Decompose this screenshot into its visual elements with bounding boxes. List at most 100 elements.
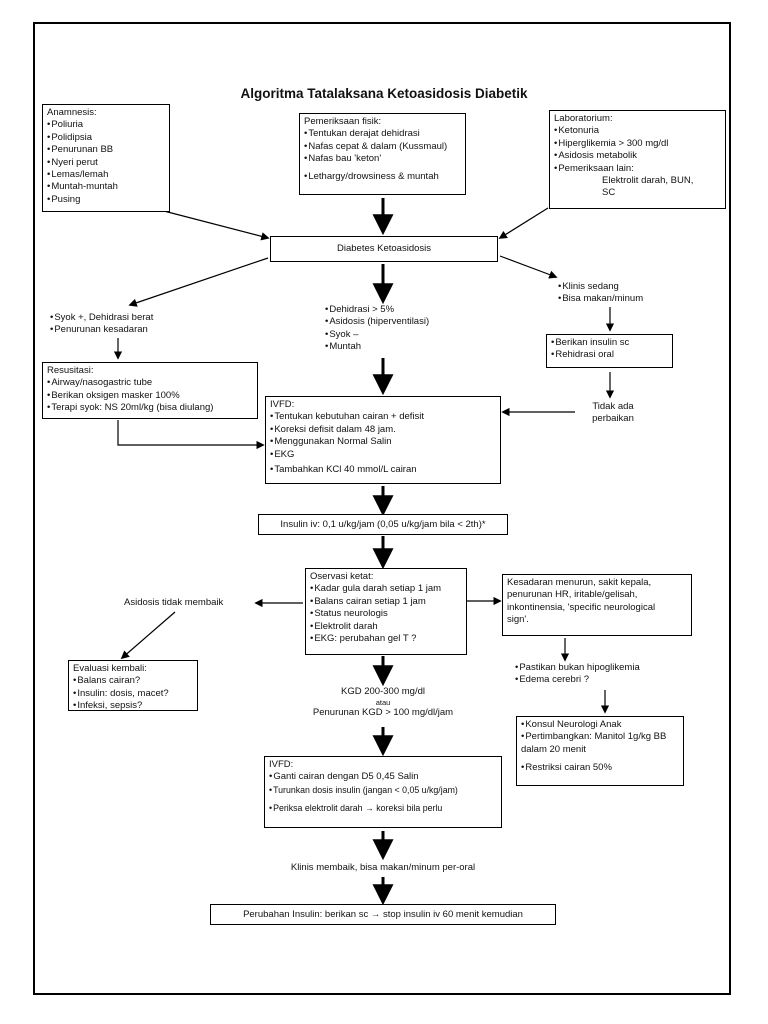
asidosis-label: Asidosis tidak membaik — [124, 597, 224, 608]
lab-sub: Elektrolit darah, BUN, — [602, 175, 694, 187]
ivfd1-box: IVFD: Tentukan kebutuhan cairan + defisi… — [265, 396, 501, 484]
ivfd2-item: Periksa elektrolit darah → koreksi bila … — [269, 802, 497, 814]
insulin-box: Insulin iv: 0,1 u/kg/jam (0,05 u/kg/jam … — [258, 514, 508, 535]
kgd-text: KGD 200-300 mg/dl atau Penurunan KGD > 1… — [283, 686, 483, 720]
evaluasi-item: Insulin: dosis, macet? — [73, 688, 193, 700]
resusitasi-item: Airway/nasogastric tube — [47, 377, 253, 389]
oral-box: Berikan insulin sc Rehidrasi oral — [546, 334, 673, 368]
right-condition-item: Klinis sedang — [558, 281, 643, 293]
anamnesis-heading: Anamnesis: — [47, 107, 97, 118]
observasi-heading: Oservasi ketat: — [310, 571, 374, 582]
ivfd1-item: EKG — [270, 449, 496, 461]
perubahan-box: Perubahan Insulin: berikan sc → stop ins… — [210, 904, 556, 925]
page-title: Algoritma Tatalaksana Ketoasidosis Diabe… — [240, 86, 528, 101]
fisik-box: Pemeriksaan fisik: Tentukan derajat dehi… — [299, 113, 466, 195]
pastikan-item: Edema cerebri ? — [515, 674, 640, 686]
right-condition: Klinis sedang Bisa makan/minum — [558, 281, 643, 306]
anamnesis-box: Anamnesis: Poliuria Polidipsia Penurunan… — [42, 104, 170, 212]
konsul-item: Restriksi cairan 50% — [521, 762, 679, 774]
arrow-resus-ivfd — [117, 420, 265, 450]
mid-condition-item: Dehidrasi > 5% — [325, 304, 429, 316]
mid-condition-item: Muntah — [325, 341, 429, 353]
page-frame — [33, 22, 731, 995]
fisik-item: Nafas cepat & dalam (Kussmaul) — [304, 141, 461, 153]
lab-item: Pemeriksaan lain: — [554, 163, 721, 175]
ivfd2-item: Turunkan dosis insulin (jangan < 0,05 u/… — [269, 784, 497, 796]
kesadaran-line: Kesadaran menurun, sakit kepala, — [507, 577, 652, 588]
perubahan-label: Perubahan Insulin: berikan sc → stop ins… — [243, 909, 523, 920]
ivfd2-box: IVFD: Ganti cairan dengan D5 0,45 Salin … — [264, 756, 502, 828]
tidak-ada-line: Tidak ada — [592, 401, 634, 412]
right-condition-item: Bisa makan/minum — [558, 293, 643, 305]
konsul-item: Konsul Neurologi Anak — [521, 719, 679, 731]
fisik-item: Nafas bau 'keton' — [304, 153, 461, 165]
kesadaran-box: Kesadaran menurun, sakit kepala, penurun… — [502, 574, 692, 636]
oral-item: Berikan insulin sc — [551, 337, 668, 349]
resusitasi-box: Resusitasi: Airway/nasogastric tube Beri… — [42, 362, 258, 419]
dka-box: Diabetes Ketoasidosis — [270, 236, 498, 262]
konsul-box: Konsul Neurologi Anak Pertimbangkan: Man… — [516, 716, 684, 786]
insulin-label: Insulin iv: 0,1 u/kg/jam (0,05 u/kg/jam … — [280, 519, 486, 530]
evaluasi-item: Balans cairan? — [73, 675, 193, 687]
ivfd1-item: Tambahkan KCl 40 mmol/L cairan — [270, 464, 496, 476]
kgd-line: atau — [375, 698, 391, 708]
evaluasi-box: Evaluasi kembali: Balans cairan? Insulin… — [68, 660, 198, 711]
evaluasi-item: Infeksi, sepsis? — [73, 700, 193, 712]
mid-condition-item: Syok – — [325, 329, 429, 341]
kgd-line: KGD 200-300 mg/dl — [341, 686, 425, 697]
arrow-anamnesis-dka — [159, 209, 270, 241]
observasi-item: EKG: perubahan gel T ? — [310, 633, 462, 645]
arrow-dka-left — [128, 257, 269, 307]
arrow-dka-right — [499, 255, 558, 279]
anamnesis-item: Nyeri perut — [47, 157, 165, 169]
ivfd1-heading: IVFD: — [270, 399, 295, 410]
kesadaran-line: penurunan HR, iritable/gelisah, — [507, 589, 638, 601]
mid-condition-item: Asidosis (hiperventilasi) — [325, 316, 429, 328]
observasi-item: Elektrolit darah — [310, 621, 462, 633]
evaluasi-heading: Evaluasi kembali: — [73, 663, 147, 674]
resusitasi-heading: Resusitasi: — [47, 365, 94, 376]
resusitasi-item: Terapi syok: NS 20ml/kg (bisa diulang) — [47, 402, 253, 414]
lab-item: Hiperglikemia > 300 mg/dl — [554, 138, 721, 150]
left-condition-item: Syok +, Dehidrasi berat — [50, 312, 153, 324]
anamnesis-item: Muntah-muntah — [47, 181, 165, 193]
kesadaran-line: inkontinensia, 'specific neurological — [507, 601, 656, 613]
resusitasi-item: Berikan oksigen masker 100% — [47, 390, 253, 402]
lab-item: Asidosis metabolik — [554, 150, 721, 162]
konsul-item: Pertimbangkan: Manitol 1g/kg BB — [521, 731, 679, 743]
mid-condition: Dehidrasi > 5% Asidosis (hiperventilasi)… — [325, 304, 429, 354]
ivfd1-item: Tentukan kebutuhan cairan + defisit — [270, 411, 496, 423]
kesadaran-line: sign'. — [507, 614, 529, 626]
ivfd1-item: Menggunakan Normal Salin — [270, 436, 496, 448]
kgd-line: Penurunan KGD > 100 mg/dl/jam — [312, 707, 454, 719]
konsul-cont: dalam 20 menit — [521, 743, 586, 755]
lab-sub: SC — [602, 187, 616, 199]
observasi-box: Oservasi ketat: Kadar gula darah setiap … — [305, 568, 467, 655]
anamnesis-item: Lemas/lemah — [47, 169, 165, 181]
lab-heading: Laboratorium: — [554, 113, 613, 124]
pastikan-text: Pastikan bukan hipoglikemia Edema cerebr… — [515, 662, 640, 687]
observasi-item: Kadar gula darah setiap 1 jam — [310, 583, 462, 595]
observasi-item: Status neurologis — [310, 608, 462, 620]
klinis-text: Klinis membaik, bisa makan/minum per-ora… — [290, 862, 476, 873]
observasi-item: Balans cairan setiap 1 jam — [310, 596, 462, 608]
ivfd1-item: Koreksi defisit dalam 48 jam. — [270, 424, 496, 436]
tidak-ada-perbaikan: Tidak ada perbaikan — [578, 401, 648, 426]
anamnesis-item: Polidipsia — [47, 132, 165, 144]
fisik-item: Tentukan derajat dehidrasi — [304, 128, 461, 140]
tidak-ada-line: perbaikan — [592, 413, 634, 425]
dka-label: Diabetes Ketoasidosis — [337, 243, 431, 254]
ivfd2-item: Ganti cairan dengan D5 0,45 Salin — [269, 771, 497, 783]
left-condition: Syok +, Dehidrasi berat Penurunan kesada… — [50, 312, 153, 337]
left-condition-item: Penurunan kesadaran — [50, 324, 153, 336]
ivfd2-heading: IVFD: — [269, 759, 294, 770]
lab-item: Ketonuria — [554, 125, 721, 137]
arrow-lab-dka — [498, 207, 549, 239]
anamnesis-item: Penurunan BB — [47, 144, 165, 156]
fisik-item: Lethargy/drowsiness & muntah — [304, 171, 461, 183]
fisik-heading: Pemeriksaan fisik: — [304, 116, 382, 127]
lab-box: Laboratorium: Ketonuria Hiperglikemia > … — [549, 110, 726, 209]
oral-item: Rehidrasi oral — [551, 349, 668, 361]
anamnesis-item: Poliuria — [47, 119, 165, 131]
